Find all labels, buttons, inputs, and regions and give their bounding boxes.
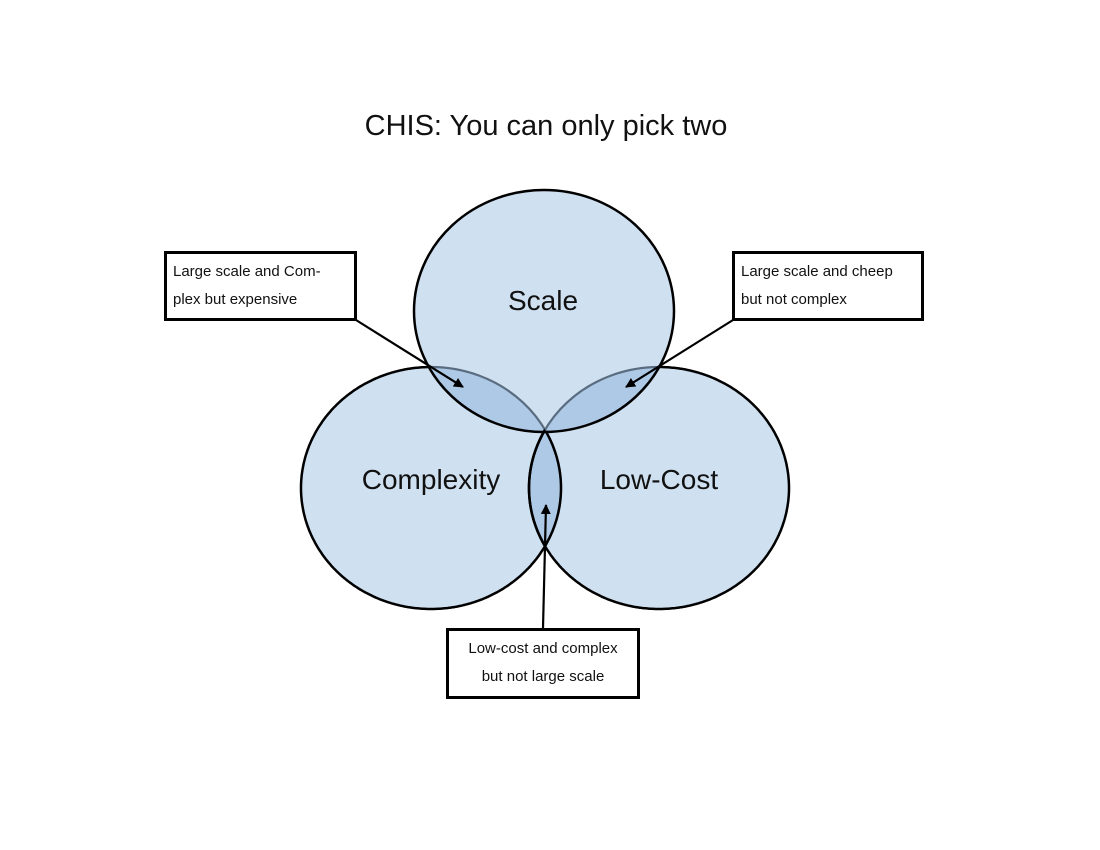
diagram-title: CHIS: You can only pick two xyxy=(364,110,728,142)
callout-line: Low-cost and complex xyxy=(468,640,618,657)
arrow-scale-low-cost xyxy=(625,319,734,388)
label-complexity: Complexity xyxy=(362,464,500,495)
callout-line: but not large scale xyxy=(481,668,605,685)
outline-complexity xyxy=(299,365,563,611)
callout-scale-low-cost: Large scale and cheep but not complex xyxy=(732,251,924,321)
callout-line: Large scale and Com- xyxy=(173,263,321,280)
label-low-cost: Low-Cost xyxy=(600,464,718,495)
callout-complexity-low-cost: Low-cost and complex but not large scale xyxy=(446,628,640,699)
circle-complexity xyxy=(301,367,561,609)
callout-line: plex but expensive xyxy=(173,291,298,308)
circle-scale xyxy=(414,190,674,432)
callout-line: Large scale and cheep xyxy=(741,263,893,280)
arrow-complexity-low-cost xyxy=(540,504,551,629)
callout-line: but not complex xyxy=(741,291,847,308)
outline-low-cost xyxy=(527,365,791,611)
callout-scale-complexity: Large scale and Com- plex but expensive xyxy=(164,251,357,321)
label-scale: Scale xyxy=(508,285,578,316)
circle-low-cost xyxy=(529,367,789,609)
arrow-scale-complexity xyxy=(355,319,464,388)
